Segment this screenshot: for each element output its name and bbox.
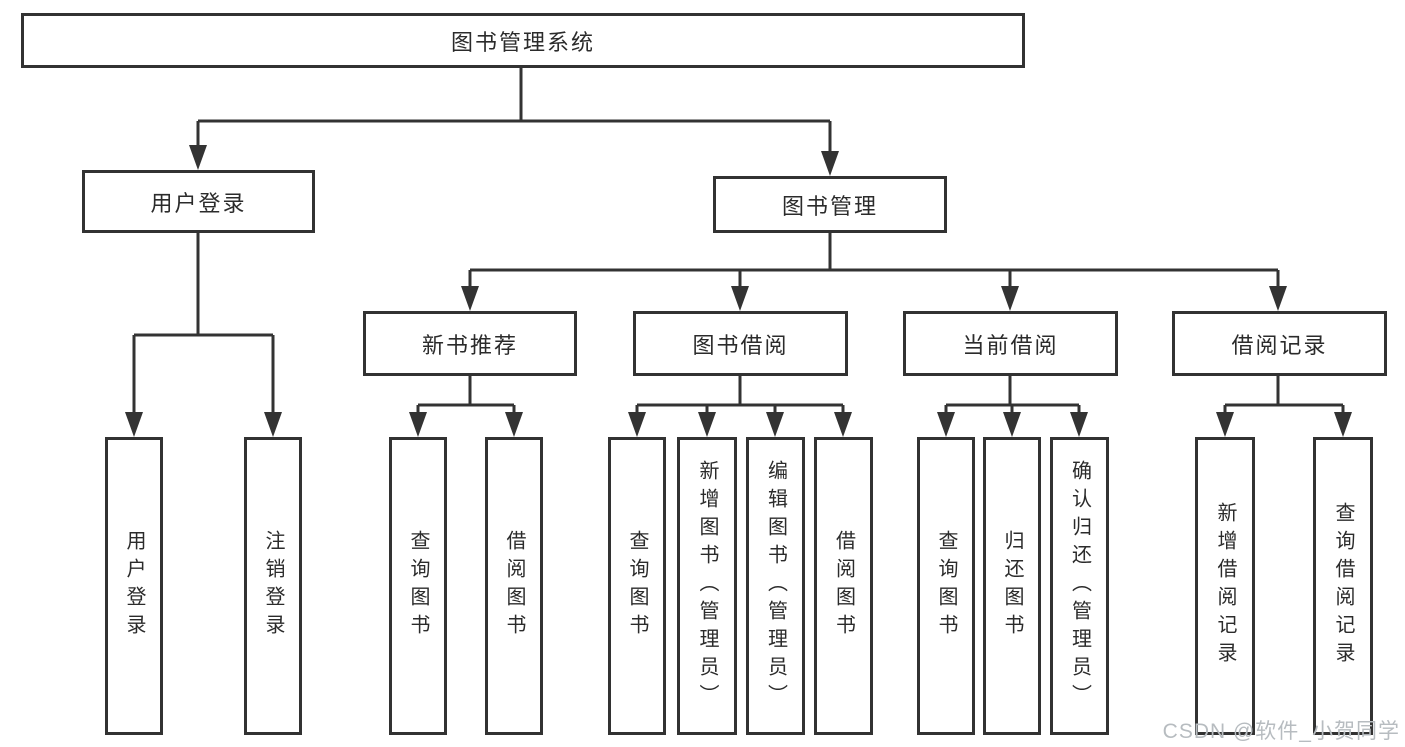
leaf-query-books-recommend-label: 查询图书 <box>407 530 429 642</box>
node-current-borrowing: 当前借阅 <box>903 311 1118 376</box>
leaf-query-books-borrowing-label: 查询图书 <box>626 530 648 642</box>
node-user-login-label: 用户登录 <box>150 190 247 216</box>
leaf-borrow-books-recommend-label: 借阅图书 <box>503 530 525 642</box>
leaf-add-book-admin-label: 新增图书（管理员） <box>696 460 718 712</box>
leaf-add-book-admin: 新增图书（管理员） <box>677 437 737 735</box>
leaf-logout: 注销登录 <box>244 437 302 735</box>
leaf-borrow-books-recommend: 借阅图书 <box>485 437 543 735</box>
leaf-edit-book-admin-label: 编辑图书（管理员） <box>764 460 787 712</box>
connector-user-login-children <box>132 233 275 415</box>
leaf-user-login: 用户登录 <box>105 437 163 735</box>
leaf-add-borrow-record-label: 新增借阅记录 <box>1214 502 1236 670</box>
node-system-root-label: 图书管理系统 <box>450 29 595 55</box>
leaf-borrow-books-borrowing-label: 借阅图书 <box>832 530 855 642</box>
leaf-return-books-label: 归还图书 <box>1001 530 1023 642</box>
connector-book-borrowing-children <box>635 376 845 418</box>
node-book-borrowing-label: 图书借阅 <box>692 332 789 358</box>
node-system-root: 图书管理系统 <box>21 13 1025 68</box>
node-new-book-recommend: 新书推荐 <box>363 311 577 376</box>
leaf-confirm-return-admin-label: 确认归还（管理员） <box>1068 460 1091 712</box>
leaf-logout-label: 注销登录 <box>262 530 284 642</box>
node-book-management-label: 图书管理 <box>781 193 878 219</box>
leaf-query-borrow-record: 查询借阅记录 <box>1313 437 1373 735</box>
connector-borrowing-records-children <box>1223 376 1345 418</box>
csdn-watermark: CSDN @软件_小贺同学 <box>1162 720 1400 743</box>
node-user-login: 用户登录 <box>82 170 315 233</box>
connector-arrowheads <box>125 145 1352 437</box>
leaf-confirm-return-admin: 确认归还（管理员） <box>1050 437 1109 735</box>
connector-new-book-recommend-children <box>416 376 516 418</box>
node-borrowing-records-label: 借阅记录 <box>1231 332 1328 358</box>
leaf-query-books-recommend: 查询图书 <box>389 437 447 735</box>
node-current-borrowing-label: 当前借阅 <box>962 332 1059 358</box>
connector-root-to-level2 <box>196 68 832 156</box>
leaf-query-books-borrowing: 查询图书 <box>608 437 666 735</box>
leaf-query-books-current: 查询图书 <box>917 437 975 735</box>
leaf-query-borrow-record-label: 查询借阅记录 <box>1332 502 1354 670</box>
node-borrowing-records: 借阅记录 <box>1172 311 1387 376</box>
connector-current-borrowing-children <box>944 376 1081 418</box>
node-book-management: 图书管理 <box>713 176 947 233</box>
leaf-edit-book-admin: 编辑图书（管理员） <box>746 437 805 735</box>
leaf-return-books: 归还图书 <box>983 437 1041 735</box>
connector-book-management-children <box>468 233 1280 292</box>
node-book-borrowing: 图书借阅 <box>633 311 848 376</box>
node-new-book-recommend-label: 新书推荐 <box>421 332 518 358</box>
leaf-borrow-books-borrowing: 借阅图书 <box>814 437 873 735</box>
leaf-user-login-label: 用户登录 <box>123 530 145 642</box>
leaf-query-books-current-label: 查询图书 <box>935 530 957 642</box>
leaf-add-borrow-record: 新增借阅记录 <box>1195 437 1255 735</box>
